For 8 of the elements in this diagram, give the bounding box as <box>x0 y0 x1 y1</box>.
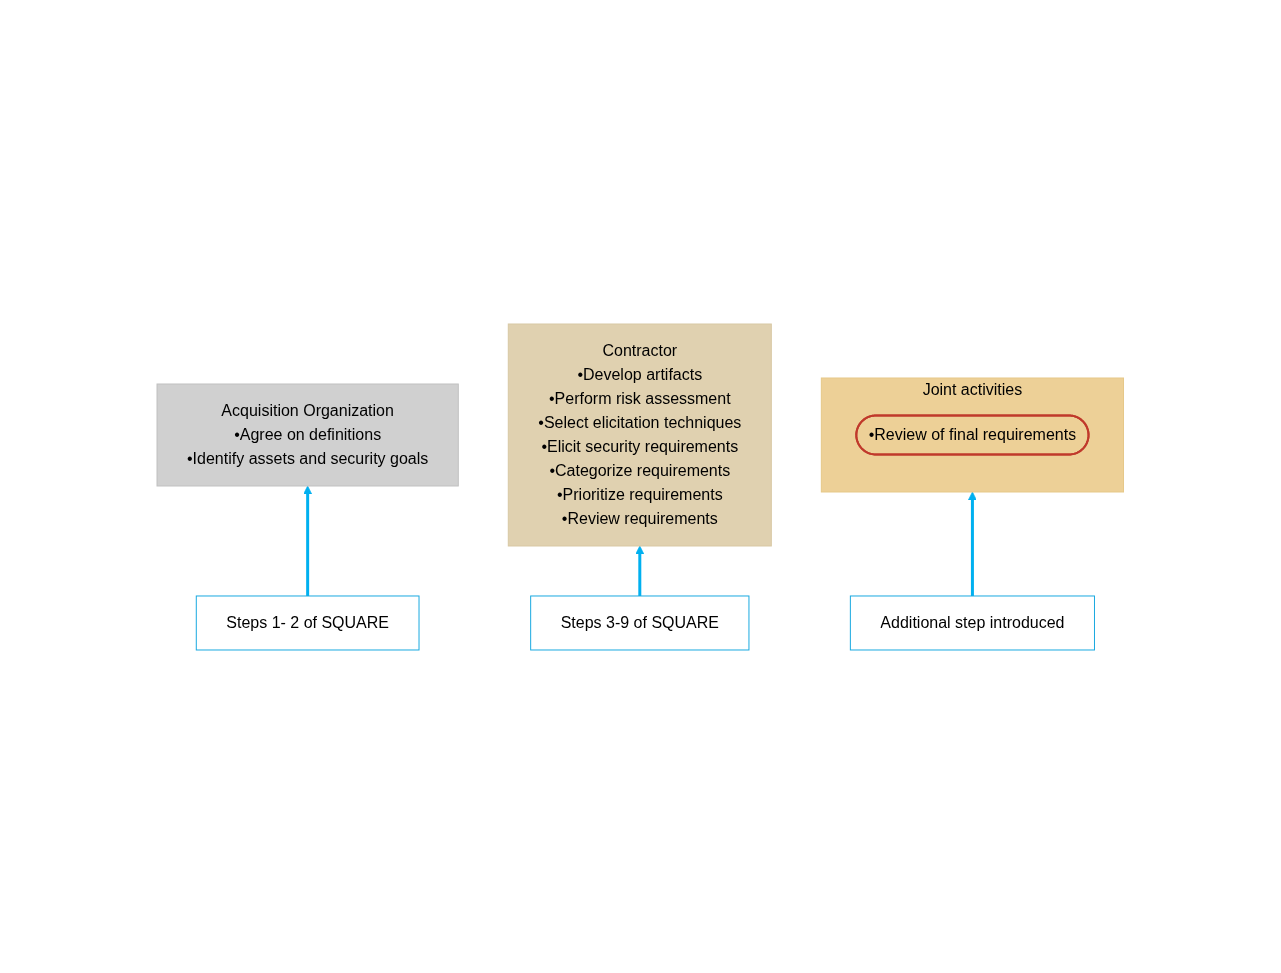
node-box: Acquisition Organization •Agree on definitions •Identify assets and security goals <box>156 383 459 486</box>
arrow <box>635 545 645 596</box>
arrow <box>968 491 978 596</box>
node-box: Additional step introduced <box>850 595 1096 650</box>
arrow <box>303 485 313 596</box>
node-box: Contractor •Develop artifacts •Perform risk assessment •Select elicitation techniques •Elicit security requirements •Categorize requirements •Prioritize requirements •Review requirements <box>508 323 773 546</box>
node-box: Steps 1- 2 of SQUARE <box>196 595 420 650</box>
node-box: Steps 3-9 of SQUARE <box>530 595 750 650</box>
